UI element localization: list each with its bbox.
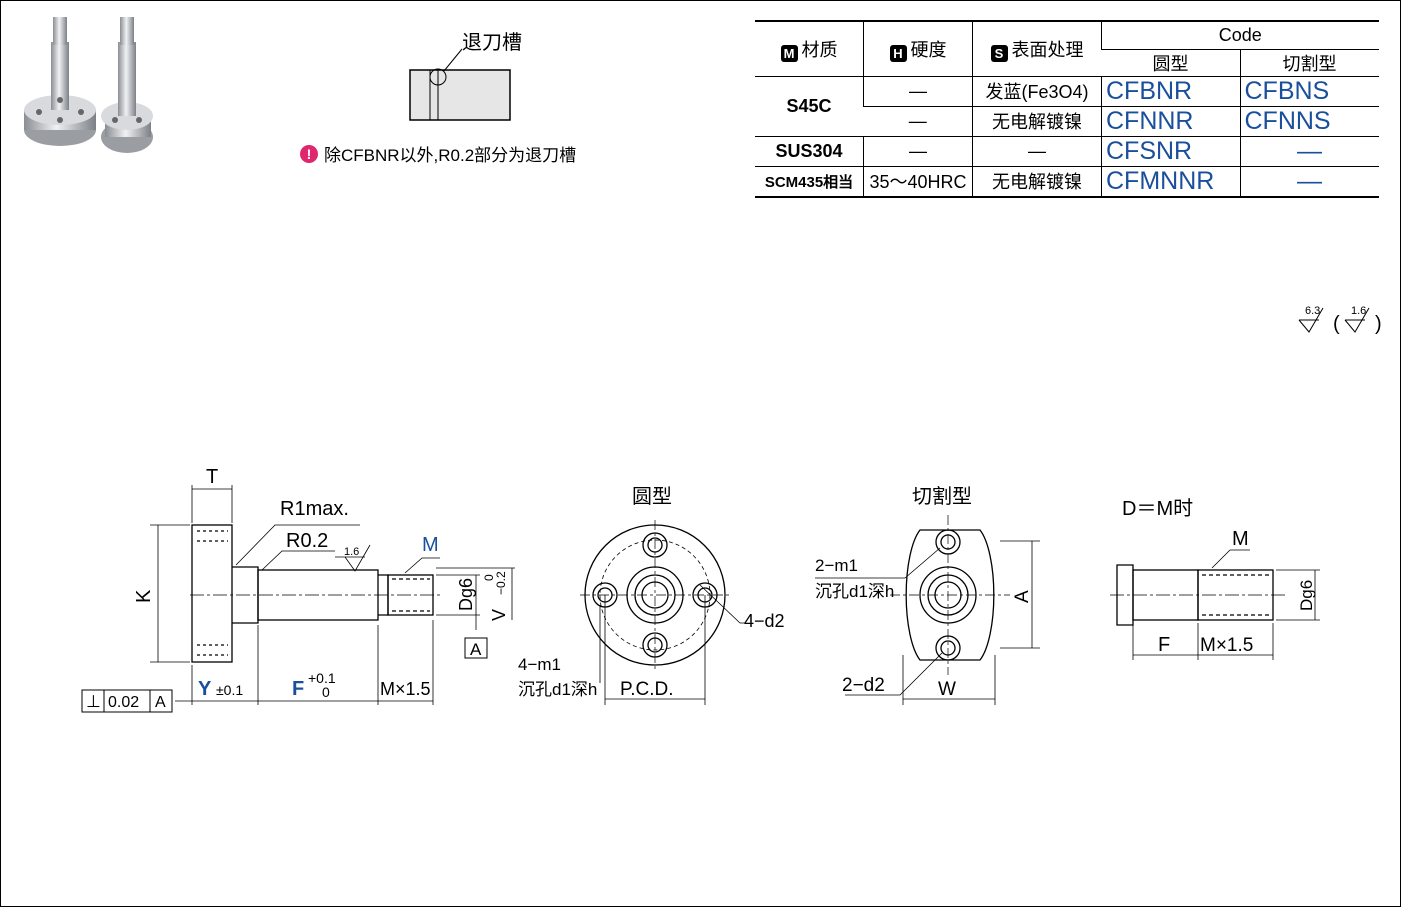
groove-label: 退刀槽 [462, 31, 522, 54]
dm-Dg6: Dg6 [1297, 580, 1316, 611]
dm-F: F [1158, 634, 1170, 656]
round-d2: 4−d2 [744, 611, 785, 631]
cut-title: 切割型 [912, 485, 972, 508]
dim-V-tol-lo: −0.2 [494, 571, 508, 595]
header-surface: 表面处理 [1011, 39, 1084, 60]
table-row: S45C — 发蓝(Fe3O4) CFBNR CFBNS [755, 76, 1379, 137]
roughness-symbol: 6.3 ( 1.6 ) [1298, 305, 1382, 335]
table-row: SUS304 — — CFSNR — [755, 136, 1379, 167]
groove-note-text: 除CFBNR以外,R0.2部分为退刀槽 [324, 146, 577, 165]
cell-surface: — [972, 136, 1102, 167]
dim-Y-tol: ±0.1 [216, 682, 243, 698]
hardness-icon: H [889, 44, 907, 62]
cut-m1: 2−m1 [815, 556, 858, 575]
cell-material: SUS304 [755, 136, 864, 167]
table-row: — 无电解镀镍 CFNNR CFNNS [755, 106, 1379, 137]
cell-code-cut: — [1239, 136, 1379, 167]
cell-material: S45C [755, 76, 864, 137]
roughness-16: 1.6 [344, 546, 359, 558]
cell-code-round[interactable]: CFMNNR [1101, 166, 1240, 198]
cell-surface: 无电解镀镍 [972, 166, 1102, 198]
roughness-main: 6.3 [1305, 305, 1320, 317]
cell-code-cut[interactable]: CFBNS [1239, 76, 1379, 107]
dim-Y: Y [198, 678, 212, 700]
round-m1: 4−m1 [518, 655, 561, 674]
cell-code-round[interactable]: CFBNR [1101, 76, 1240, 107]
round-counterbore: 沉孔d1深h [518, 680, 597, 699]
dim-F: F [292, 678, 304, 700]
perp-value: 0.02 [108, 694, 139, 711]
material-icon: M [780, 44, 798, 62]
cell-hardness: 35～40HRC [863, 166, 973, 198]
dm-M: M [1232, 528, 1249, 550]
dm-thread: M×1.5 [1200, 635, 1253, 656]
cell-code-round[interactable]: CFNNR [1101, 106, 1240, 137]
dim-thread: M×1.5 [380, 679, 431, 699]
cell-material: SCM435相当 [755, 166, 864, 198]
cell-hardness: — [863, 106, 973, 137]
dim-M: M [422, 534, 439, 556]
cell-code-cut[interactable]: CFNNS [1239, 106, 1379, 137]
product-photo [24, 17, 153, 153]
cell-code-cut: — [1239, 166, 1379, 198]
technical-drawing: T R1max. R0.2 1.6 M K Dg6 V 0 −0.2 A Y ±… [81, 466, 1320, 713]
header-cut: 切割型 [1239, 49, 1379, 77]
groove-note: ! 除CFBNR以外,R0.2部分为退刀槽 [300, 141, 576, 166]
surface-icon: S [990, 44, 1008, 62]
dim-Dg6: Dg6 [456, 578, 476, 611]
paren-open: ( [1333, 313, 1340, 335]
round-title: 圆型 [632, 485, 672, 508]
dim-R1max: R1max. [280, 498, 349, 520]
header-hardness: 硬度 [910, 39, 947, 60]
cell-code-round[interactable]: CFSNR [1101, 136, 1240, 167]
header-material: 材质 [801, 39, 838, 60]
dim-V-tol-hi: 0 [482, 574, 496, 581]
cell-surface: 发蓝(Fe3O4) [972, 76, 1102, 107]
dim-K: K [133, 589, 155, 603]
cell-hardness: — [863, 136, 973, 167]
dim-F-tol-hi: +0.1 [308, 670, 336, 686]
alert-icon: ! [300, 144, 318, 163]
roughness-other: 1.6 [1351, 305, 1366, 317]
dim-F-tol-lo: 0 [322, 684, 330, 700]
dim-V: V [489, 609, 509, 621]
datum-A: A [470, 640, 482, 659]
table-row: SCM435相当 35～40HRC 无电解镀镍 CFMNNR — [755, 166, 1379, 198]
cut-d2: 2−d2 [842, 675, 885, 696]
dim-R02: R0.2 [286, 530, 328, 552]
dim-T: T [206, 466, 218, 488]
perp-ref: A [155, 694, 166, 711]
header-code: Code [1101, 20, 1379, 50]
cut-W: W [938, 679, 956, 700]
cell-hardness: — [863, 76, 973, 107]
header-round: 圆型 [1101, 49, 1240, 77]
paren-close: ) [1375, 313, 1382, 335]
groove-detail: 退刀槽 [409, 31, 522, 121]
dm-title: D＝M时 [1122, 497, 1193, 520]
cut-A: A [1012, 590, 1033, 603]
cell-surface: 无电解镀镍 [972, 106, 1102, 137]
cut-counterbore: 沉孔d1深h [815, 582, 894, 601]
perp-symbol: ⊥ [86, 692, 101, 711]
round-pcd: P.C.D. [620, 679, 674, 700]
